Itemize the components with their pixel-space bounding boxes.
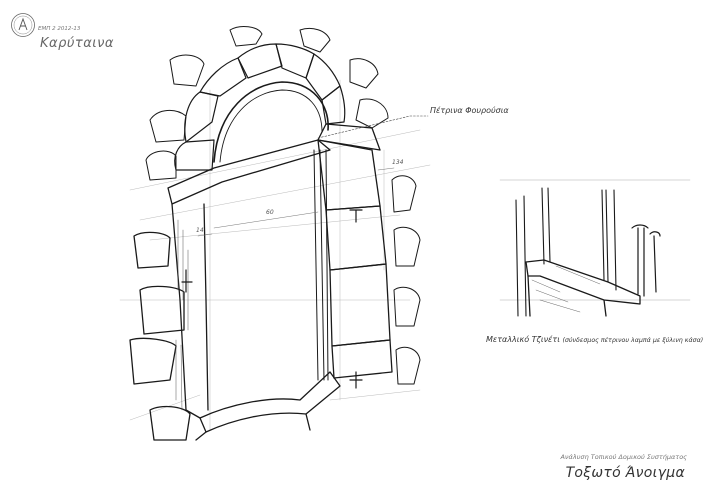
label-stone-arch: Πέτρινα Φουρούσια [430, 106, 509, 115]
label-metal-main: Μεταλλικό Τζινέτι [486, 335, 560, 344]
dimension-side-left: 14 [196, 227, 204, 234]
label-metal-note: (σύνδεσμος πέτρινου λαμπά με ξύλινη κάσα… [562, 337, 704, 344]
place-name: Καρύταινα [40, 36, 114, 51]
university-seal-icon [11, 13, 35, 37]
footer-title: Τοξωτό Άνοιγμα [565, 465, 685, 481]
project-code: EMΠ 2 2012-13 [38, 26, 81, 32]
dimension-side-right: 134 [392, 159, 404, 166]
dimension-width: 60 [266, 209, 274, 216]
label-metal-cramp: Μεταλλικό Τζινέτι (σύνδεσμος πέτρινου λα… [486, 335, 703, 344]
footer-subtitle: Ανάλυση Τοπικού Δομικού Συστήματος [560, 453, 687, 461]
